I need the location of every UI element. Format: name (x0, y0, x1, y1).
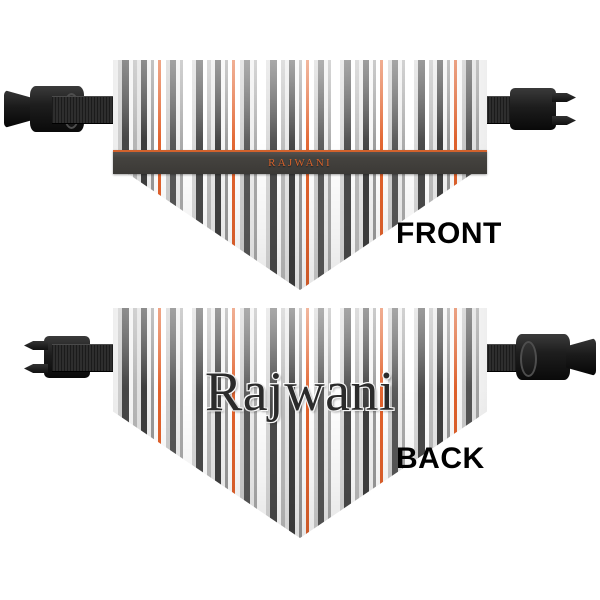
view-label-back: BACK (396, 442, 485, 475)
view-label-front: FRONT (396, 217, 502, 250)
product-view-back: Rajwani (0, 308, 600, 543)
bandana-front (113, 60, 487, 290)
buckle-socket-icon (516, 334, 570, 380)
buckle-prong-bottom-icon (552, 116, 576, 125)
buckle-prong-top-icon (552, 93, 576, 102)
buckle-prong-bottom-icon (24, 364, 48, 373)
buckle-right-front (496, 86, 596, 132)
bandana-name-front: RAJWANI (268, 157, 332, 169)
buckle-right-back (496, 334, 596, 380)
buckle-prong-top-icon (24, 341, 48, 350)
buckle-male-icon (510, 88, 576, 130)
bandana-name-back: Rajwani (204, 360, 396, 425)
product-view-front: RAJWANI (0, 60, 600, 295)
name-band-front: RAJWANI (113, 150, 487, 174)
